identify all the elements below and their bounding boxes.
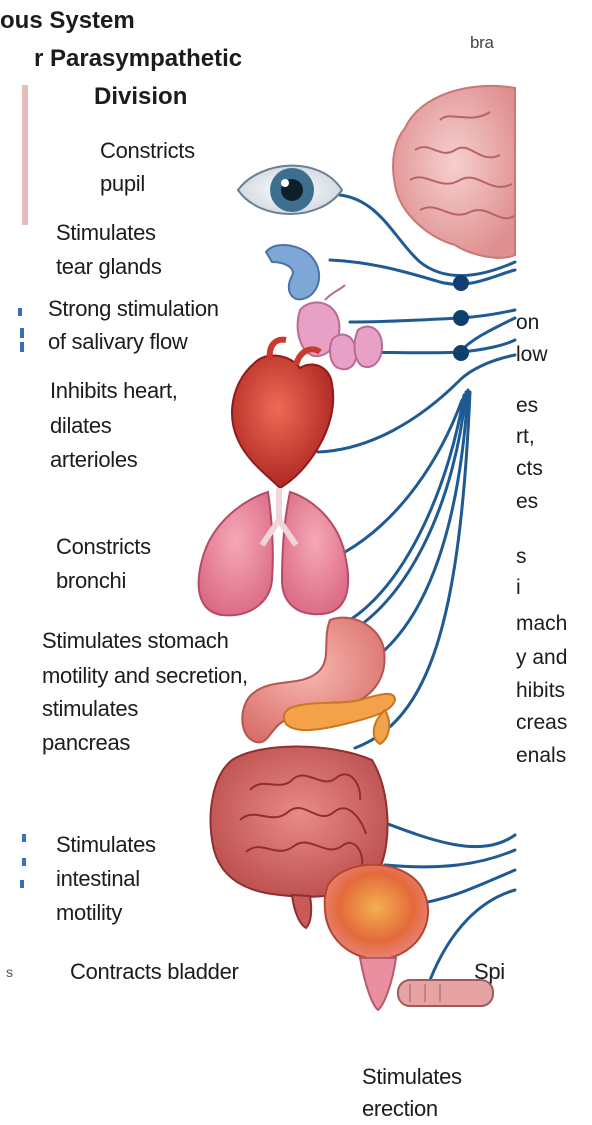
brain-icon [393,86,515,258]
salivary-glands-icon [298,285,382,369]
erection-effect-line-2: erection [362,1092,438,1125]
right-fragment-10: y and [516,641,567,674]
bladder-effect: Contracts bladder [70,955,239,988]
tear-effect-line-1: Stimulates [56,216,156,249]
right-fragment-4: rt, [516,420,535,453]
stomach-effect-line-3: stimulates [42,692,138,725]
heart-effect-line-3: arterioles [50,443,137,476]
intestine-effect-line-2: intestinal [56,862,140,895]
right-fragment-6: es [516,485,538,518]
left-edge-fragment: s [6,956,13,989]
erection-effect-line-1: Stimulates [362,1060,462,1093]
tear-gland-icon [266,245,319,299]
stomach-effect-line-2: motility and secretion, [42,659,248,692]
intestine-effect-line-3: motility [56,896,122,929]
stomach-effect-line-1: Stimulates stomach [42,624,229,657]
salivary-effect-line-1: Strong stimulation [48,292,219,325]
title-line-3: Division [94,82,187,112]
left-edge-marks [18,308,26,888]
right-fragment-8: i [516,571,521,604]
right-fragment-12: creas [516,706,567,739]
spinal-label-fragment: Spi [474,955,518,988]
heart-effect-line-1: Inhibits heart, [50,374,178,407]
stomach-effect-line-4: pancreas [42,726,130,759]
heart-icon [232,340,333,488]
brain-label-fragment: bra [470,26,494,59]
tear-effect-line-2: tear glands [56,250,162,283]
eye-effect-line-1: Constricts [100,134,195,167]
right-fragment-3: es [516,389,538,422]
right-fragment-13: enals [516,739,566,772]
eye-effect-line-2: pupil [100,167,145,200]
right-fragment-9: mach [516,607,567,640]
title-line-1: ous System [0,6,135,36]
eye-icon [238,166,342,214]
right-fragment-7: s [516,540,527,573]
lungs-effect-line-1: Constricts [56,530,151,563]
ganglia [453,275,469,361]
right-fragment-1: on [516,306,539,339]
salivary-effect-line-2: of salivary flow [48,325,187,358]
lungs-icon [199,488,349,615]
left-edge-strip [22,85,28,225]
right-fragment-5: cts [516,452,543,485]
right-fragment-11: hibits [516,674,565,707]
lungs-effect-line-2: bronchi [56,564,126,597]
title-line-2: r Parasympathetic [34,44,242,74]
intestine-effect-line-1: Stimulates [56,828,156,861]
heart-effect-line-2: dilates [50,409,112,442]
right-fragment-2: low [516,338,548,371]
